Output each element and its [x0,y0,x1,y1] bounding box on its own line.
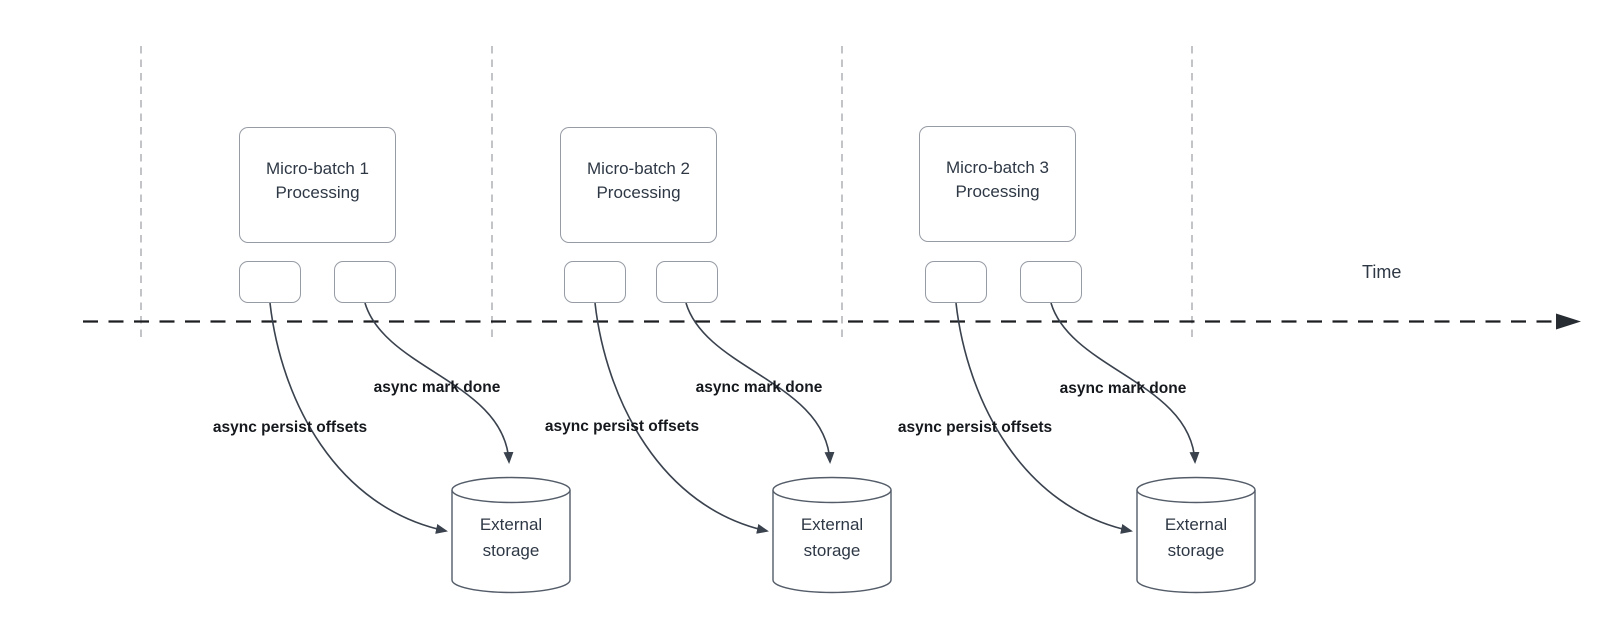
external-storage-label-2: External storage [773,512,891,564]
storage-cylinder-2 [772,476,892,594]
micro-batch-1-label-line2: Processing [275,183,360,202]
storage-cylinder-1 [451,476,571,594]
persist-offsets-arrow-3 [955,302,1133,534]
external-storage-1-line2: storage [482,541,540,560]
micro-batch-2-persist-task-box [564,261,626,303]
persist-offsets-label-2: async persist offsets [544,418,700,435]
micro-batch-3-processing-box: Micro-batch 3 Processing [919,126,1076,242]
mark-done-arrow-1 [364,302,514,464]
micro-batch-1-label-line1: Micro-batch 1 [266,159,369,178]
micro-batch-2-mark-done-task-box [656,261,718,303]
persist-offsets-arrow-1 [269,302,448,534]
external-storage-2-line2: storage [803,541,861,560]
external-storage-3-line1: External [1164,515,1228,534]
micro-batch-2-processing-box: Micro-batch 2 Processing [560,127,717,243]
external-storage-label-3: External storage [1137,512,1255,564]
micro-batch-2-label-line2: Processing [596,183,681,202]
time-axis-arrowhead-icon [1556,313,1581,330]
micro-batch-1-processing-box: Micro-batch 1 Processing [239,127,396,243]
external-storage-3-line2: storage [1167,541,1225,560]
micro-batch-1-persist-task-box [239,261,301,303]
mark-done-arrow-2 [685,302,835,464]
persist-offsets-label-1: async persist offsets [212,419,368,436]
persist-offsets-arrow-2 [594,302,769,534]
micro-batch-1-mark-done-task-box [334,261,396,303]
mark-done-arrow-3 [1050,302,1200,464]
mark-done-label-2: async mark done [695,379,823,396]
micro-batch-3-persist-task-box [925,261,987,303]
external-storage-2-line1: External [800,515,864,534]
micro-batch-2-label-line1: Micro-batch 2 [587,159,690,178]
external-storage-1-line1: External [479,515,543,534]
time-axis-label: Time [1362,262,1402,282]
mark-done-label-1: async mark done [373,379,501,396]
persist-offsets-label-3: async persist offsets [897,419,1053,436]
external-storage-label-1: External storage [452,512,570,564]
mark-done-label-3: async mark done [1059,380,1187,397]
micro-batch-3-label-line1: Micro-batch 3 [946,158,1049,177]
storage-cylinder-3 [1136,476,1256,594]
micro-batch-3-label-line2: Processing [955,182,1040,201]
micro-batch-3-mark-done-task-box [1020,261,1082,303]
